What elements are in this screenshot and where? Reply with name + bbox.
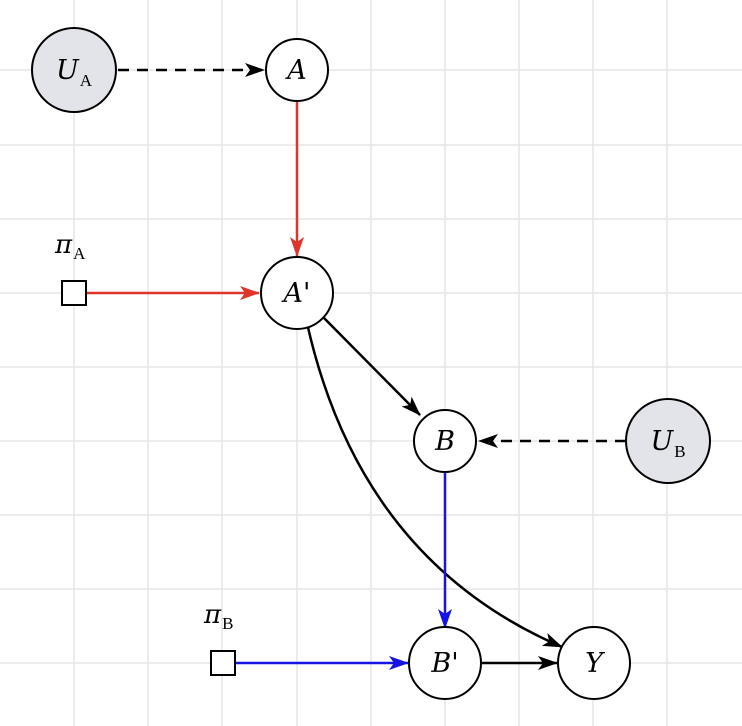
svg-text:πB: πB	[203, 600, 233, 633]
svg-text:A': A'	[281, 278, 311, 309]
svg-text:B': B'	[430, 648, 458, 679]
edge-a-prime-to-b	[323, 317, 421, 416]
node-ua: UA	[31, 27, 117, 113]
svg-text:πA: πA	[54, 230, 86, 263]
policy-node-pi-b: πB	[203, 600, 236, 676]
svg-text:UA: UA	[56, 55, 93, 90]
node-y: Y	[557, 626, 631, 700]
policy-node-pi-a: πA	[54, 230, 87, 306]
svg-text:Y: Y	[585, 648, 605, 679]
svg-text:A: A	[284, 55, 307, 86]
svg-text:UB: UB	[650, 426, 685, 461]
node-b: B	[413, 409, 477, 473]
node-a: A	[265, 38, 329, 102]
svg-text:B: B	[434, 426, 455, 457]
edges	[87, 63, 626, 670]
node-a-prime: A'	[260, 256, 334, 330]
node-b-prime: B'	[408, 626, 482, 700]
edge-a-prime-to-y	[305, 322, 563, 649]
node-ub: UB	[625, 398, 711, 484]
